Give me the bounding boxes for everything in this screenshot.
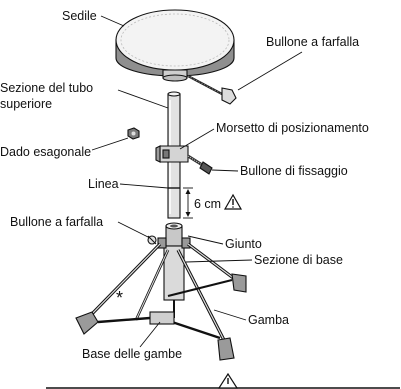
dimension-6cm — [183, 187, 193, 219]
legs — [75, 242, 247, 361]
label-sedile: Sedile — [62, 9, 97, 23]
hex-nut — [127, 127, 140, 140]
fixing-bolt — [187, 154, 213, 175]
label-morsetto: Morsetto di posizionamento — [216, 121, 369, 135]
label-dado: Dado esagonale — [0, 145, 91, 159]
label-gamba: Gamba — [248, 313, 289, 327]
wing-bolt-top — [187, 74, 237, 105]
warning-icon — [217, 372, 239, 389]
label-bullone-fissaggio: Bullone di fissaggio — [240, 164, 348, 178]
label-giunto: Giunto — [225, 237, 262, 251]
label-sezione-tubo-1: Sezione del tubo — [0, 81, 93, 95]
bottom-warning-bar — [46, 372, 400, 389]
positioning-clamp — [155, 145, 189, 163]
seat — [115, 9, 235, 82]
base-joint — [147, 222, 191, 301]
label-linea: Linea — [88, 177, 119, 191]
label-bullone-farfalla-left: Bullone a farfalla — [10, 215, 103, 229]
callouts: Sedile Bullone a farfalla Sezione del tu… — [0, 9, 369, 361]
label-base-gambe: Base delle gambe — [82, 347, 182, 361]
label-sezione-tubo-2: superiore — [0, 97, 52, 111]
warning-icon — [223, 193, 243, 210]
label-sezione-base: Sezione di base — [254, 253, 343, 267]
label-asterisco: * — [116, 288, 123, 308]
label-distanza: 6 cm — [194, 197, 221, 211]
label-bullone-farfalla-top: Bullone a farfalla — [266, 35, 359, 49]
